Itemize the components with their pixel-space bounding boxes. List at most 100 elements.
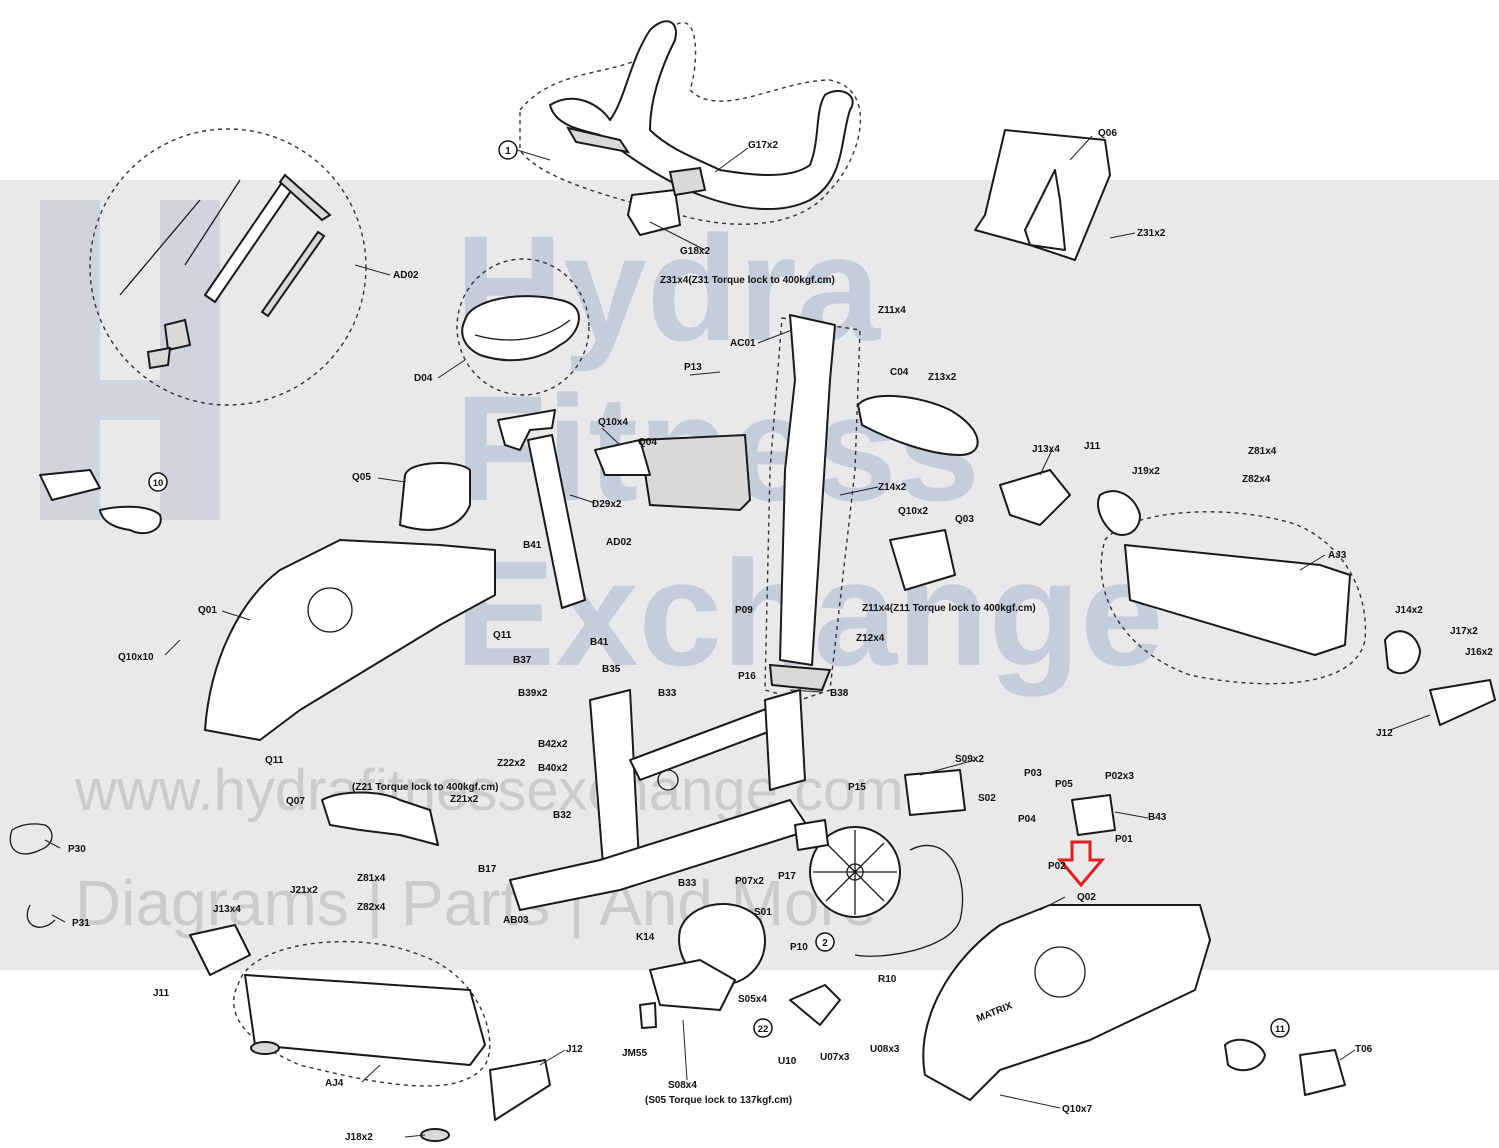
pedal-left-body	[39, 469, 101, 501]
label-j19x2: J19x2	[1132, 466, 1160, 477]
pedal-left	[39, 469, 162, 535]
watermark-logo-mark	[40, 200, 220, 520]
j18-leveler-b	[420, 1128, 450, 1142]
label-b35: B35	[602, 664, 621, 675]
label-z11x4t: Z11x4(Z11 Torque lock to 400kgf.cm)	[862, 603, 1036, 614]
label-p02x3: P02x3	[1105, 771, 1134, 782]
label-z13x2: Z13x2	[928, 372, 957, 383]
callout-2-circle	[815, 932, 835, 952]
q10x4-bracket	[594, 439, 651, 476]
crank-left	[99, 505, 162, 535]
q02-right-shroud: MATRIX	[922, 904, 1211, 1101]
ad02-bracket	[278, 173, 332, 222]
seat-seam	[474, 319, 571, 341]
label-k14: K14	[636, 932, 655, 943]
leader-lines	[44, 135, 1431, 1138]
label-j18x2: J18x2	[345, 1132, 373, 1143]
label-j11-r: J11	[1084, 441, 1101, 452]
label-j14x2: J14x2	[1395, 605, 1423, 616]
label-p30: P30	[68, 844, 86, 855]
label-ab03: AB03	[503, 915, 529, 926]
pedal-right	[1224, 1038, 1346, 1096]
ac01-tube	[779, 314, 836, 666]
label-q10x2: Q10x2	[898, 506, 928, 517]
label-j12-r: J12	[1376, 728, 1393, 739]
j14-wheel	[1384, 630, 1421, 675]
callout-11: 11	[1275, 1024, 1286, 1035]
ad02-knob	[163, 318, 192, 352]
label-q10x10: Q10x10	[118, 652, 154, 663]
label-aj4: AJ4	[325, 1078, 344, 1089]
label-j16x2: J16x2	[1465, 647, 1493, 658]
label-b33-a: B33	[658, 688, 677, 699]
part-labels: G17x2 G18x2 Z31x4(Z31 Torque lock to 400…	[68, 128, 1493, 1143]
label-z11x4: Z11x4	[878, 305, 906, 316]
aj3-group-outline	[1100, 511, 1367, 685]
j12-left-cap	[489, 1059, 551, 1121]
label-s05x4: S05x4	[738, 994, 767, 1005]
label-q07: Q07	[286, 796, 305, 807]
label-p10: P10	[790, 942, 808, 953]
label-p05: P05	[1055, 779, 1073, 790]
callout-11-circle	[1270, 1018, 1290, 1038]
label-z14x2: Z14x2	[878, 482, 907, 493]
ac01-column	[768, 314, 836, 692]
t06-pedal	[1299, 1049, 1346, 1096]
label-p01: P01	[1115, 834, 1133, 845]
label-b41-a: B41	[523, 540, 542, 551]
label-b38: B38	[830, 688, 849, 699]
label-t06: T06	[1355, 1044, 1373, 1055]
q06-fin	[1024, 169, 1066, 251]
label-p16: P16	[738, 671, 756, 682]
label-b33-b: B33	[678, 878, 697, 889]
label-s09x2: S09x2	[955, 754, 984, 765]
label-g17: G17x2	[748, 140, 778, 151]
label-p09: P09	[735, 605, 753, 616]
q03-shell	[889, 529, 956, 591]
label-z21x2: Z21x2	[450, 794, 479, 805]
callout-22-circle	[753, 1018, 773, 1038]
label-p03: P03	[1024, 768, 1042, 779]
ad02-rod-2	[184, 179, 241, 266]
label-q04: Q04	[638, 437, 657, 448]
seat-post-tube	[527, 434, 586, 609]
j19-wheel	[1097, 490, 1141, 536]
drivetrain	[649, 826, 964, 1011]
label-z81x4-l: Z81x4	[357, 873, 386, 884]
callout-10-circle	[148, 472, 168, 492]
q04-cover	[638, 433, 752, 512]
c04-cover	[857, 395, 979, 456]
q07-cover	[321, 791, 439, 846]
label-u10: U10	[778, 1056, 797, 1067]
ad02-rod-1	[119, 199, 201, 296]
q01-hub-circle	[307, 587, 353, 633]
label-u07x3: U07x3	[820, 1052, 850, 1063]
callout-bubbles: 1 10 2 11 22	[148, 140, 1290, 1038]
label-r10: R10	[878, 974, 897, 985]
q02-shell	[922, 904, 1211, 1101]
label-z81x4-r: Z81x4	[1248, 446, 1277, 457]
label-b40x2: B40x2	[538, 763, 568, 774]
label-ad02-top: AD02	[393, 270, 419, 281]
label-q11-a: Q11	[493, 630, 512, 641]
frame-bearing	[657, 769, 679, 791]
label-j12-l: J12	[566, 1044, 583, 1055]
callout-2: 2	[822, 938, 828, 949]
j18-leveler-a	[250, 1041, 280, 1055]
hardware	[9, 769, 1116, 1029]
label-z82x4-l: Z82x4	[357, 902, 386, 913]
label-d04: D04	[414, 373, 433, 384]
label-p31: P31	[72, 918, 90, 929]
label-b43: B43	[1148, 812, 1167, 823]
label-s02: S02	[978, 793, 996, 804]
q02-indicator-arrow	[1056, 840, 1106, 888]
label-j17x2: J17x2	[1450, 626, 1478, 637]
label-b17: B17	[478, 864, 497, 875]
label-z22x2: Z22x2	[497, 758, 526, 769]
rear-stabilizer	[999, 469, 1496, 726]
p17-part	[794, 819, 829, 851]
handlebar-clamp	[627, 189, 681, 236]
label-aj3: AJ3	[1328, 550, 1347, 561]
